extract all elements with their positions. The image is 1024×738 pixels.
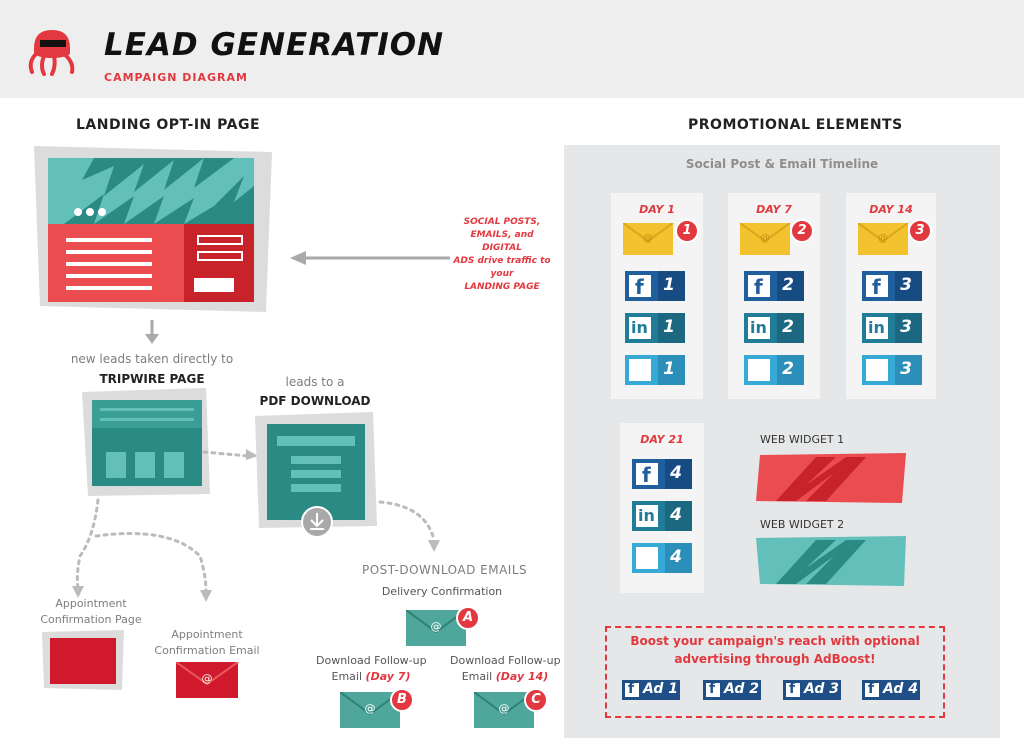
email-badge: 3 (908, 219, 932, 243)
svg-text:@: @ (760, 233, 770, 244)
dotted-connector-1 (202, 449, 258, 460)
traffic-note: SOCIAL POSTS, EMAILS, and DIGITAL ADS dr… (453, 217, 551, 292)
email-badge: 2 (790, 219, 814, 243)
twitter-icon (866, 359, 888, 381)
new-leads-text: new leads taken directly to (70, 352, 234, 366)
badge-a: A (456, 606, 480, 630)
facebook-icon (625, 681, 639, 697)
octopus-logo-icon (28, 30, 75, 76)
facebook-post: 2 (744, 271, 804, 301)
widget1-label: WEB WIDGET 1 (760, 433, 845, 446)
facebook-icon (706, 681, 720, 697)
svg-text:@: @ (202, 672, 213, 685)
web-widget-2[interactable] (756, 536, 908, 588)
facebook-icon (865, 681, 879, 697)
linkedin-post: 2 (744, 313, 804, 343)
day-card-21: DAY 21 4 4 4 (620, 423, 704, 593)
page-subtitle: CAMPAIGN DIAGRAM (104, 71, 248, 84)
widget2-label: WEB WIDGET 2 (760, 518, 845, 531)
email-icon: @ (740, 223, 791, 255)
appt-email-icon: @ (176, 662, 239, 698)
day-card-14: DAY 14 @ 3 3 3 3 (846, 193, 936, 399)
facebook-icon (629, 275, 651, 299)
facebook-post: 1 (625, 271, 685, 301)
linkedin-post: 3 (862, 313, 922, 343)
down-arrow-icon (145, 320, 159, 344)
post-download-heading: POST-DOWNLOAD EMAILS (362, 563, 528, 577)
pdf-label: PDF DOWNLOAD (259, 394, 371, 408)
linkedin-icon (629, 317, 651, 339)
svg-text:@: @ (499, 702, 510, 715)
ad-button-1[interactable]: Ad 1 (622, 680, 680, 700)
traffic-arrow-icon (290, 251, 450, 265)
page-title: LEAD GENERATION (104, 27, 445, 63)
day-card-1: DAY 1 @ 1 1 1 1 (611, 193, 703, 399)
twitter-post: 2 (744, 355, 804, 385)
svg-text:@: @ (643, 233, 653, 244)
day-label: DAY 21 (640, 433, 684, 446)
delivery-label: Delivery Confirmation (381, 585, 503, 598)
appt-page-illustration (42, 630, 124, 690)
twitter-icon (629, 359, 651, 381)
timeline-label: Social Post & Email Timeline (685, 157, 879, 171)
day-label: DAY 1 (639, 203, 675, 216)
day-card-7: DAY 7 @ 2 2 2 2 (728, 193, 820, 399)
linkedin-icon (866, 317, 888, 339)
header-bar (0, 0, 1024, 98)
ad-button-3[interactable]: Ad 3 (783, 680, 841, 700)
twitter-post: 4 (632, 543, 692, 573)
badge-c: C (524, 688, 548, 712)
dotted-connectors-tripwire (72, 498, 212, 602)
followup14-label: Download Follow-up Email (Day 14) (450, 654, 561, 683)
linkedin-post: 1 (625, 313, 685, 343)
tripwire-page-illustration (82, 388, 210, 496)
landing-heading: LANDING OPT-IN PAGE (76, 117, 261, 133)
day-label: DAY 7 (756, 203, 792, 216)
day-label: DAY 14 (869, 203, 913, 216)
landing-page-illustration (34, 146, 272, 312)
ad-button-4[interactable]: Ad 4 (862, 680, 920, 700)
facebook-post: 4 (632, 459, 692, 489)
tripwire-label: TRIPWIRE PAGE (99, 372, 205, 386)
dotted-connector-pdf (378, 500, 440, 552)
badge-b: B (390, 688, 414, 712)
adboost-text: Boost your campaign's reach with optiona… (630, 634, 920, 666)
linkedin-icon (636, 505, 658, 527)
email-badge: 1 (675, 219, 699, 243)
twitter-post: 1 (625, 355, 685, 385)
leads-to-text: leads to a (285, 375, 345, 389)
facebook-icon (748, 275, 770, 299)
adboost-box (605, 626, 945, 718)
facebook-post: 3 (862, 271, 922, 301)
pdf-download-illustration (255, 412, 377, 538)
facebook-icon (786, 681, 800, 697)
email-icon: @ (858, 223, 909, 255)
facebook-icon (866, 275, 888, 299)
svg-text:@: @ (431, 620, 442, 633)
email-icon: @ (623, 223, 674, 255)
twitter-post: 3 (862, 355, 922, 385)
web-widget-1[interactable] (756, 453, 908, 505)
linkedin-icon (748, 317, 770, 339)
svg-text:@: @ (365, 702, 376, 715)
linkedin-post: 4 (632, 501, 692, 531)
followup7-label: Download Follow-up Email (Day 7) (316, 654, 427, 683)
ad-button-2[interactable]: Ad 2 (703, 680, 761, 700)
twitter-icon (748, 359, 770, 381)
twitter-icon (636, 547, 658, 569)
svg-text:@: @ (878, 233, 888, 244)
facebook-icon (636, 463, 658, 487)
promo-heading: PROMOTIONAL ELEMENTS (688, 117, 903, 133)
